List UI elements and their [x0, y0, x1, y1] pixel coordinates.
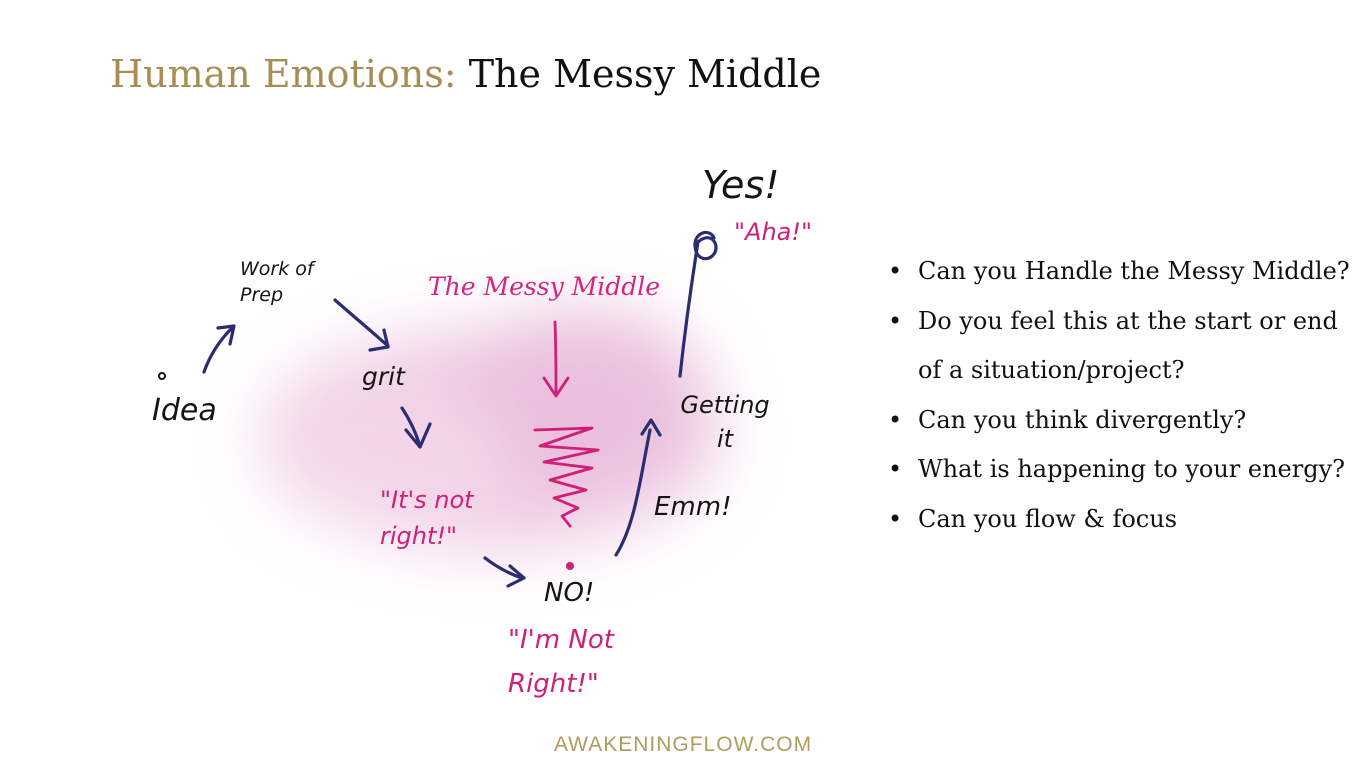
arrow-idea-to-prep [204, 328, 232, 372]
label-its-not-right: "It's not right!" [380, 482, 530, 554]
label-emm: Emm! [654, 494, 732, 520]
messy-arrow [555, 322, 556, 392]
label-idea: Idea [152, 396, 217, 426]
title-main: The Messy Middle [469, 52, 822, 96]
slide-title: Human Emotions: The Messy Middle [110, 50, 821, 98]
label-im-not-right: "I'm Not Right!" [508, 618, 698, 706]
messy-middle-diagram: The Messy Middle Idea Work of Prep grit … [130, 150, 850, 710]
messy-middle-label: The Messy Middle [428, 272, 660, 301]
question-item: Can you Handle the Messy Middle? [888, 247, 1366, 297]
label-work-of-prep: Work of Prep [240, 256, 350, 308]
idea-dot [159, 373, 165, 379]
label-getting-it: Getting it [670, 388, 780, 456]
arrow-to-no [485, 558, 522, 578]
label-no: NO! [544, 580, 594, 606]
question-item: What is happening to your energy? [888, 445, 1366, 495]
footer-brand: AWAKENINGFLOW.COM [0, 733, 1366, 757]
label-aha: "Aha!" [734, 220, 812, 244]
title-accent: Human Emotions: [110, 52, 457, 96]
question-item: Can you think divergently? [888, 396, 1366, 446]
label-grit: grit [362, 364, 405, 389]
question-item: Can you flow & focus [888, 495, 1366, 545]
label-yes: Yes! [702, 166, 779, 204]
question-list: Can you Handle the Messy Middle? Do you … [888, 247, 1366, 544]
question-item: Do you feel this at the start or end of … [888, 297, 1366, 396]
no-dot [566, 562, 574, 570]
